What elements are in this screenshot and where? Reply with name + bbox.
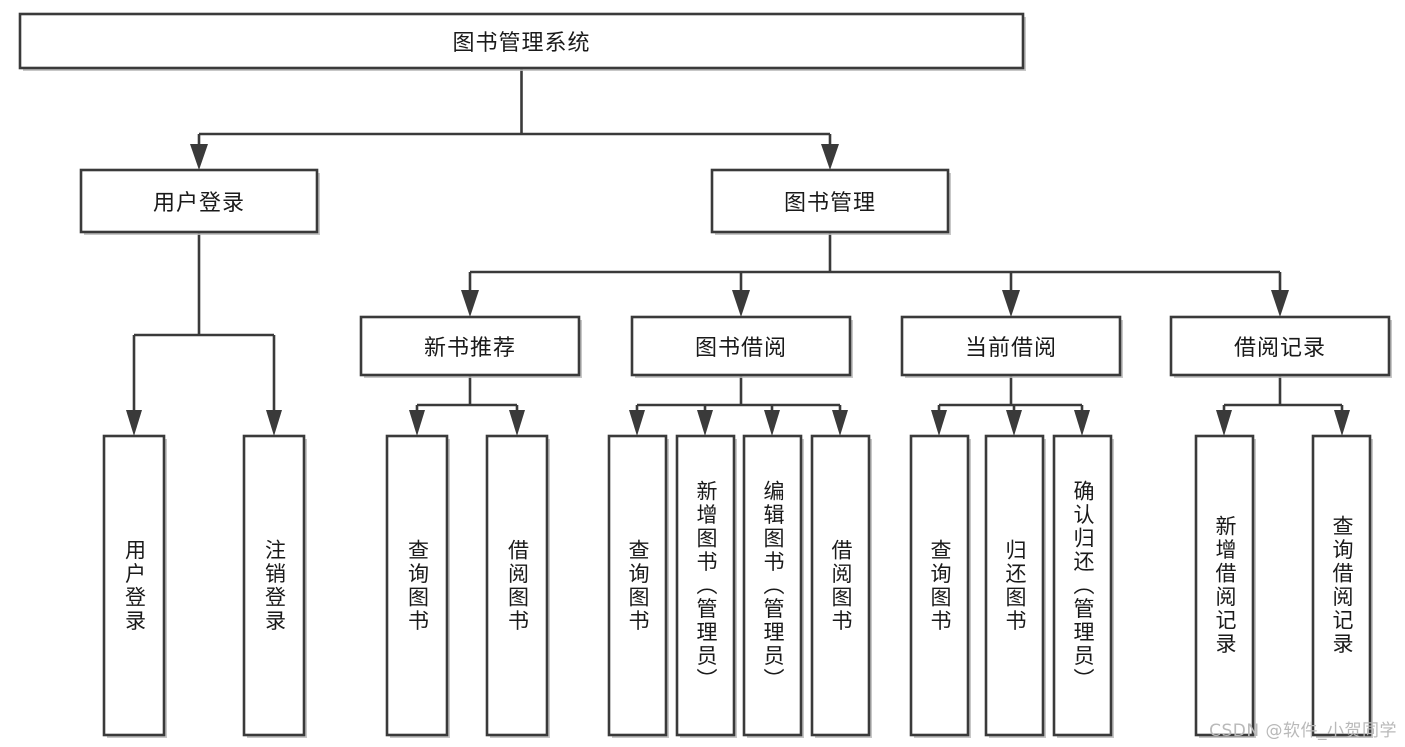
connectors-root-to-level2 xyxy=(190,68,839,170)
node-box-level3-2[interactable] xyxy=(900,315,1122,377)
arrowhead-leaf-user-login xyxy=(126,410,142,436)
node-box-leaf-6[interactable] xyxy=(742,434,803,737)
node-box-leaf-4[interactable] xyxy=(607,434,668,737)
arrowhead-leaf-cb-query xyxy=(931,410,947,436)
arrowhead-leaf-bb-query xyxy=(629,410,645,436)
connectors-new-book-rec-to-leaves xyxy=(409,375,525,436)
connectors-borrow-record-to-leaves xyxy=(1216,375,1350,436)
node-box-leaf-1[interactable] xyxy=(242,434,306,737)
node-box-level3-3[interactable] xyxy=(1169,315,1391,377)
node-box-level3-1[interactable] xyxy=(630,315,852,377)
arrowhead-leaf-cb-confirm xyxy=(1074,410,1090,436)
node-box-root-0[interactable] xyxy=(18,12,1025,70)
node-box-leaf-10[interactable] xyxy=(1052,434,1113,737)
connectors-current-borrow-to-leaves xyxy=(931,375,1090,436)
connectors-book-mgmt-to-level3 xyxy=(461,232,1289,317)
connectors-user-login-to-leaves xyxy=(126,232,282,436)
node-box-leaf-3[interactable] xyxy=(485,434,549,737)
node-box-leaf-8[interactable] xyxy=(909,434,970,737)
arrowhead-leaf-logout xyxy=(266,410,282,436)
node-box-leaf-12[interactable] xyxy=(1311,434,1372,737)
arrowhead-borrow-record xyxy=(1271,290,1289,317)
connectors-book-borrow-to-leaves xyxy=(629,375,848,436)
arrowhead-leaf-nbr-borrow xyxy=(509,410,525,436)
node-box-leaf-0[interactable] xyxy=(102,434,166,737)
arrowhead-leaf-br-query xyxy=(1334,410,1350,436)
arrowhead-book-mgmt xyxy=(821,144,839,170)
node-box-level2-1[interactable] xyxy=(710,168,950,234)
node-box-leaf-7[interactable] xyxy=(810,434,871,737)
arrowhead-user-login xyxy=(190,144,208,170)
node-box-leaf-2[interactable] xyxy=(385,434,449,737)
arrowhead-leaf-bb-edit xyxy=(764,410,780,436)
arrowhead-leaf-bb-borrow xyxy=(832,410,848,436)
node-box-leaf-5[interactable] xyxy=(675,434,736,737)
arrowhead-leaf-bb-add xyxy=(697,410,713,436)
watermark-text: CSDN @软件_小贺同学 xyxy=(1209,721,1397,741)
node-box-leaf-11[interactable] xyxy=(1194,434,1255,737)
arrowhead-new-book-rec xyxy=(461,290,479,317)
arrowhead-current-borrow xyxy=(1002,290,1020,317)
node-boxes-layer xyxy=(18,12,1392,738)
node-box-level2-0[interactable] xyxy=(79,168,319,234)
node-box-level3-0[interactable] xyxy=(359,315,581,377)
arrowhead-leaf-cb-return xyxy=(1006,410,1022,436)
arrowhead-leaf-nbr-query xyxy=(409,410,425,436)
node-box-leaf-9[interactable] xyxy=(984,434,1045,737)
arrowhead-book-borrow xyxy=(732,290,750,317)
arrowhead-leaf-br-add xyxy=(1216,410,1232,436)
